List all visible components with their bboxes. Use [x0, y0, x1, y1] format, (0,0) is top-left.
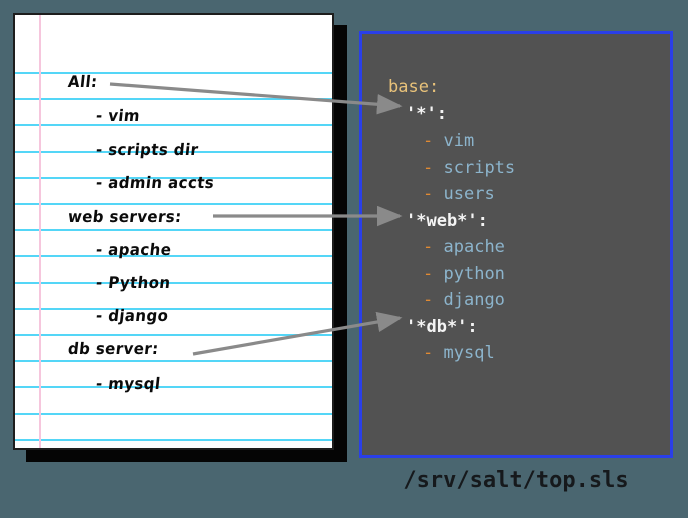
list-dash-icon: -: [423, 264, 434, 284]
code-target-glob: '*web*':: [406, 211, 488, 231]
code-state-item: - apache: [423, 237, 505, 257]
rule-line: [15, 307, 332, 310]
code-key-text: base:: [388, 77, 440, 97]
note-line: - vim: [95, 105, 142, 125]
note-line: - admin accts: [95, 172, 216, 192]
list-dash-icon: -: [423, 343, 434, 363]
rule-line: [15, 203, 332, 205]
notebook-paper: All: - vim - scripts dir - admin accts web s…: [13, 13, 334, 450]
list-dash-icon: -: [423, 131, 434, 151]
code-env-key: base:: [388, 77, 439, 97]
rule-line: [15, 124, 332, 127]
rule-line: [15, 98, 332, 101]
code-item-text: apache: [443, 237, 505, 257]
code-item-text: mysql: [443, 343, 495, 363]
code-state-item: - scripts: [423, 158, 515, 178]
code-state-item: - vim: [423, 131, 474, 151]
code-state-item: - django: [423, 290, 505, 310]
code-target-text: '*db*':: [406, 317, 478, 337]
ruled-lines: [15, 15, 332, 448]
code-target-glob: '*db*':: [406, 317, 478, 337]
list-dash-icon: -: [423, 158, 434, 178]
note-line: db server:: [67, 338, 160, 358]
rule-line: [15, 334, 332, 336]
note-line: All:: [67, 71, 99, 91]
note-line: - apache: [95, 239, 173, 259]
note-line: - django: [95, 305, 170, 325]
code-item-text: scripts: [443, 158, 516, 178]
code-target-text: '*':: [406, 104, 447, 124]
code-state-item: - users: [423, 184, 495, 204]
rule-line: [15, 72, 332, 74]
rule-line: [15, 255, 332, 258]
note-line: - scripts dir: [95, 139, 200, 159]
note-line: - mysql: [95, 373, 162, 393]
margin-rule-line: [39, 15, 41, 448]
file-path-caption: /srv/salt/top.sls: [403, 468, 629, 493]
list-dash-icon: -: [423, 237, 434, 257]
note-line: - Python: [95, 272, 172, 292]
code-target-glob: '*':: [406, 104, 447, 124]
code-item-text: django: [443, 290, 505, 310]
code-panel: base:'*':- vim- scripts- users'*web*':- …: [359, 31, 673, 458]
rule-line: [15, 281, 332, 284]
note-line: web servers:: [67, 206, 183, 226]
code-state-item: - mysql: [423, 343, 495, 363]
list-dash-icon: -: [423, 290, 434, 310]
rule-line: [15, 229, 332, 232]
code-item-text: vim: [443, 131, 475, 151]
list-dash-icon: -: [423, 184, 434, 204]
rule-line: [15, 360, 332, 363]
code-state-item: - python: [423, 264, 505, 284]
rule-line: [15, 386, 332, 389]
rule-line: [15, 438, 332, 441]
code-target-text: '*web*':: [406, 211, 488, 231]
code-item-text: python: [443, 264, 505, 284]
rule-line: [15, 412, 332, 415]
code-item-text: users: [443, 184, 495, 204]
